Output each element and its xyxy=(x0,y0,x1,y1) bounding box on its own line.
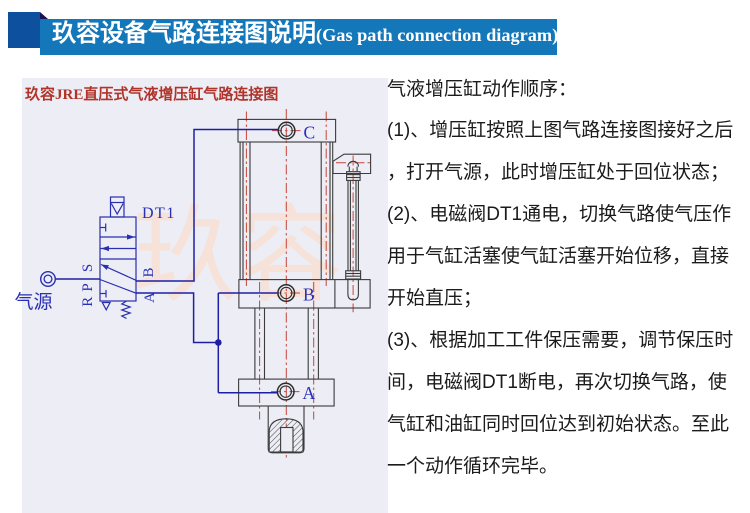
instructions: 气液增压缸动作顺序： (1)、增压缸按照上图气路连接图接好之后 ，打开气源，此时… xyxy=(387,69,747,488)
port-c-circle xyxy=(277,121,296,140)
pipe-valve-to-junction xyxy=(136,292,219,344)
label-valve-s: S xyxy=(80,264,96,272)
instruction-line: (1)、增压缸按照上图气路连接图接好之后 xyxy=(387,120,734,142)
port-circles xyxy=(276,121,296,401)
port-a-circle xyxy=(276,382,295,401)
instruction-line: (2)、电磁阀DT1通电，切换气路使气压作 xyxy=(387,204,732,226)
page-title: 玖容设备气路连接图说明 xyxy=(52,20,316,47)
instruction-line: 用于气缸活塞使气缸活塞开始位移，直接 xyxy=(387,246,730,268)
gauge-knob xyxy=(347,160,360,167)
page-title-english: (Gas path connection diagram) xyxy=(316,24,559,45)
header-accent-square xyxy=(8,12,40,48)
solenoid-valve xyxy=(99,196,137,320)
booster-cylinder xyxy=(237,118,371,454)
label-air-source: 气源 xyxy=(15,291,53,313)
label-port-c: C xyxy=(304,123,316,143)
watermark: 玖容 xyxy=(133,198,344,315)
rod-end-block xyxy=(267,406,305,454)
air-pipes xyxy=(55,128,279,394)
header-fold-triangle xyxy=(40,12,48,19)
diagram-panel xyxy=(22,78,388,513)
gauge-top-bracket xyxy=(332,153,372,175)
instruction-line: 气缸和油缸同时回位达到初始状态。至此 xyxy=(387,413,730,435)
instruction-line: (3)、根据加工工件保压需要，调节保压时 xyxy=(387,329,734,351)
diagram-labels: 气源 DT1 S P R B A C B A xyxy=(15,123,316,404)
port-b-circle xyxy=(277,283,296,303)
label-valve-a: A xyxy=(142,292,158,303)
diagram-subtitle: 玖容JRE直压式气液增压缸气路连接图 xyxy=(25,87,279,103)
rod-end-slot xyxy=(280,426,294,453)
oil-gauge xyxy=(332,153,372,301)
gauge-cup xyxy=(347,279,359,301)
instruction-line: 一个动作循环完毕。 xyxy=(387,455,559,477)
instruction-line: ，打开气源，此时增压缸处于回位状态； xyxy=(387,162,730,184)
label-valve-p: P xyxy=(80,283,96,291)
title-banner: 玖容设备气路连接图说明 (Gas path connection diagram… xyxy=(40,18,559,55)
label-port-b: B xyxy=(303,285,315,305)
cylinder-top-plate xyxy=(237,118,337,143)
label-solenoid: DT1 xyxy=(142,205,176,222)
instruction-line: 间，电磁阀DT1断电，再次切换气路，使 xyxy=(387,371,727,393)
instruction-line: 开始直压； xyxy=(387,288,483,310)
label-valve-r: R xyxy=(80,297,96,307)
air-source-symbol xyxy=(40,271,57,288)
cylinder-middle-plate xyxy=(238,279,371,309)
pipe-junction-dot xyxy=(215,339,222,346)
pipe-valve-to-c xyxy=(136,128,279,282)
label-valve-b: B xyxy=(141,267,157,277)
instructions-heading: 气液增压缸动作顺序： xyxy=(387,78,578,100)
label-port-a: A xyxy=(303,383,316,403)
